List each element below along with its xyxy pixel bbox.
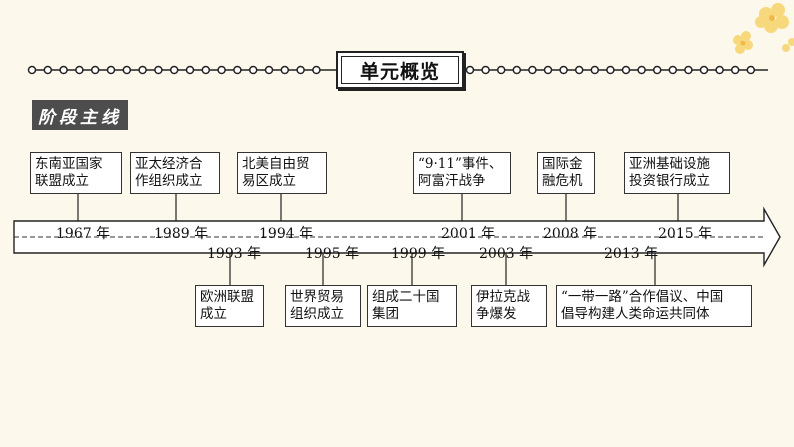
event-box-2008: 国际金 融危机 bbox=[537, 152, 595, 194]
event-box-1993: 欧洲联盟 成立 bbox=[195, 285, 264, 327]
event-text: 欧洲联盟 bbox=[200, 289, 259, 306]
event-text: 易区成立 bbox=[242, 173, 322, 190]
year-label: 1993 年 bbox=[207, 243, 261, 263]
event-box-2003: 伊拉克战 争爆发 bbox=[471, 285, 547, 327]
event-text: 融危机 bbox=[542, 173, 590, 190]
event-box-2013: “一带一路”合作倡议、中国 倡导构建人类命运共同体 bbox=[556, 285, 752, 327]
event-text: 投资银行成立 bbox=[629, 173, 725, 190]
event-text: 联盟成立 bbox=[35, 173, 117, 190]
year-label: 2015 年 bbox=[658, 223, 712, 243]
event-box-1999: 组成二十国 集团 bbox=[367, 285, 457, 327]
event-text: 倡导构建人类命运共同体 bbox=[561, 306, 747, 323]
year-label: 1967 年 bbox=[56, 223, 110, 243]
event-box-1995: 世界贸易 组织成立 bbox=[285, 285, 361, 327]
event-box-1994: 北美自由贸 易区成立 bbox=[237, 152, 327, 194]
event-text: 亚洲基础设施 bbox=[629, 156, 725, 173]
event-text: 伊拉克战 bbox=[476, 289, 542, 306]
event-text: 东南亚国家 bbox=[35, 156, 117, 173]
year-label: 2001 年 bbox=[441, 223, 495, 243]
event-text: 国际金 bbox=[542, 156, 590, 173]
event-text: “一带一路”合作倡议、中国 bbox=[561, 289, 747, 306]
event-text: 成立 bbox=[200, 306, 259, 323]
event-box-2015: 亚洲基础设施 投资银行成立 bbox=[624, 152, 730, 194]
event-box-1967: 东南亚国家 联盟成立 bbox=[30, 152, 122, 194]
event-text: 亚太经济合 bbox=[135, 156, 215, 173]
event-text: 阿富汗战争 bbox=[418, 173, 506, 190]
event-text: 北美自由贸 bbox=[242, 156, 322, 173]
year-label: 2003 年 bbox=[479, 243, 533, 263]
event-text: 作组织成立 bbox=[135, 173, 215, 190]
year-label: 2013 年 bbox=[604, 243, 658, 263]
year-label: 1994 年 bbox=[259, 223, 313, 243]
event-text: 组成二十国 bbox=[372, 289, 452, 306]
year-label: 1995 年 bbox=[305, 243, 359, 263]
year-label: 1989 年 bbox=[154, 223, 208, 243]
event-text: 集团 bbox=[372, 306, 452, 323]
event-text: 组织成立 bbox=[290, 306, 356, 323]
event-box-1989: 亚太经济合 作组织成立 bbox=[130, 152, 220, 194]
event-text: 争爆发 bbox=[476, 306, 542, 323]
year-label: 2008 年 bbox=[543, 223, 597, 243]
year-label: 1999 年 bbox=[391, 243, 445, 263]
event-box-2001: “9·11”事件、 阿富汗战争 bbox=[413, 152, 511, 194]
event-text: 世界贸易 bbox=[290, 289, 356, 306]
event-text: “9·11”事件、 bbox=[418, 156, 506, 173]
